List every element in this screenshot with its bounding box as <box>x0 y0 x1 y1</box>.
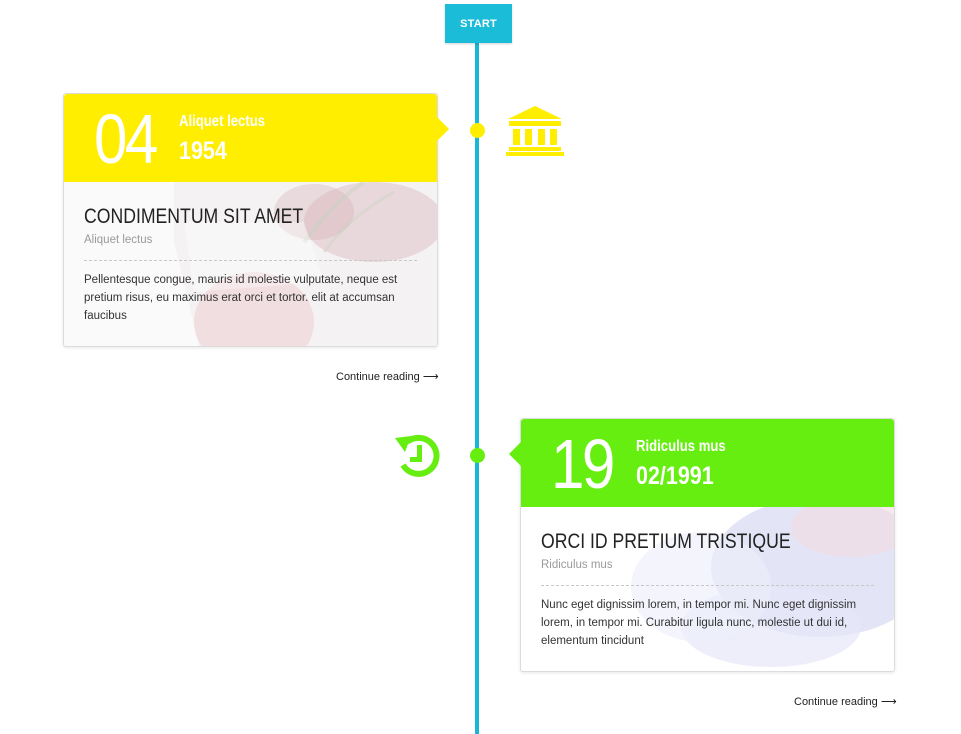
card-subtitle: Aliquet lectus <box>179 113 266 130</box>
card-body: ORCI ID PRETIUM TRISTIQUE Ridiculus mus … <box>521 507 894 671</box>
timeline-dot <box>470 123 485 138</box>
card-number: 19 <box>551 425 615 503</box>
card-background-image <box>64 182 437 346</box>
card-body: CONDIMENTUM SIT AMET Aliquet lectus Pell… <box>64 182 437 346</box>
card-excerpt: Pellentesque congue, mauris id molestie … <box>84 274 398 322</box>
timeline-card[interactable]: 19 Ridiculus mus 02/1991 ORCI ID PRETIUM… <box>509 418 895 672</box>
continue-reading-link[interactable]: Continue reading ⟶ <box>336 371 439 383</box>
start-button[interactable]: START <box>445 4 512 43</box>
history-icon <box>395 434 440 477</box>
card-subtitle: Ridiculus mus <box>636 438 726 455</box>
bank-icon <box>506 106 564 156</box>
card-date: 02/1991 <box>636 462 714 490</box>
card-category[interactable]: Aliquet lectus <box>84 234 153 246</box>
card-divider <box>541 585 874 586</box>
card-date: 1954 <box>179 137 227 165</box>
card-category[interactable]: Ridiculus mus <box>541 559 613 571</box>
card-background-image <box>521 507 894 671</box>
timeline-card[interactable]: 04 Aliquet lectus 1954 CONDIMENTUM SIT A… <box>63 93 449 347</box>
timeline-line <box>475 30 479 734</box>
card-title[interactable]: CONDIMENTUM SIT AMET <box>84 205 304 228</box>
card-title[interactable]: ORCI ID PRETIUM TRISTIQUE <box>541 530 791 553</box>
card-divider <box>84 260 417 261</box>
timeline-dot <box>470 448 485 463</box>
continue-reading-link[interactable]: Continue reading ⟶ <box>794 696 897 708</box>
card-pointer <box>437 117 449 141</box>
card-header: 04 Aliquet lectus 1954 <box>64 94 437 182</box>
card-header: 19 Ridiculus mus 02/1991 <box>521 419 894 507</box>
card-number: 04 <box>94 100 158 178</box>
card-pointer <box>509 442 521 466</box>
card-excerpt: Nunc eget dignissim lorem, in tempor mi.… <box>541 599 857 647</box>
